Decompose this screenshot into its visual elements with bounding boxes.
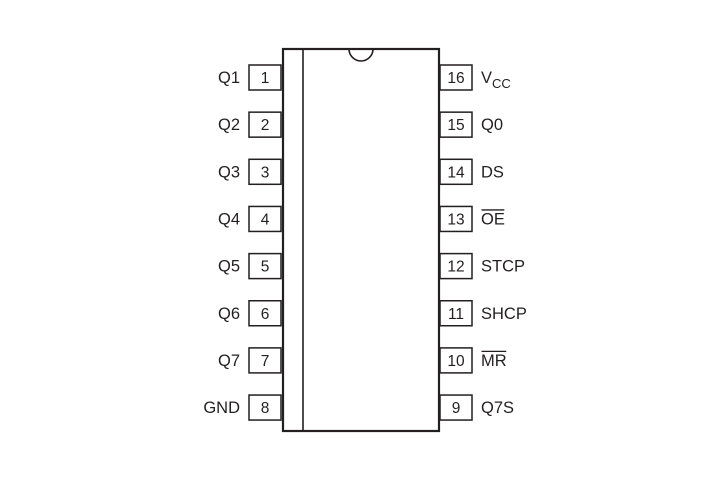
pin-number: 10	[447, 353, 465, 370]
pin-label: Q1	[218, 69, 240, 87]
pin-box	[248, 252, 282, 280]
pin-1: 1 Q1	[218, 64, 282, 91]
pin-label: GND	[203, 399, 240, 417]
pin-label-text: Q5	[218, 258, 240, 276]
pin-box	[248, 394, 282, 421]
pin-box	[439, 205, 473, 233]
pin-label-text: STCP	[481, 258, 525, 276]
pin-3: 3 Q3	[218, 158, 282, 186]
pin-label-text: Q7S	[481, 399, 514, 417]
pin-label-text: MR	[481, 352, 507, 370]
left-pin-column: 1 Q1 2 Q2 3 Q3 4 Q4 5 Q5 6 Q6 7 Q7 8 GND	[203, 64, 282, 421]
pin-number: 12	[447, 259, 464, 276]
pin-number: 4	[261, 211, 270, 228]
right-pin-column: 16 VCC 15 Q0 14 DS 13 OE 12 STCP 11 SHCP 10 MR 9 Q7S	[439, 64, 527, 421]
pin-label-text: GND	[203, 399, 240, 417]
pin-number: 1	[261, 70, 270, 87]
pin-box	[248, 111, 282, 138]
pin-box	[439, 111, 473, 138]
pin-label-subscript: CC	[492, 76, 511, 91]
pin-box	[439, 300, 473, 327]
pin-box	[439, 64, 473, 91]
pin-label-text: Q7	[218, 352, 240, 370]
pin-10: 10 MR	[439, 347, 507, 374]
pin-box	[248, 158, 282, 186]
pin-label-text: Q2	[218, 116, 240, 134]
pin-15: 15 Q0	[439, 111, 503, 138]
pin-box	[248, 64, 282, 91]
pin-box	[248, 205, 282, 233]
pin-label: Q7	[218, 352, 240, 370]
pin-8: 8 GND	[203, 394, 282, 421]
pin-label: Q4	[218, 210, 240, 228]
pin-number: 8	[261, 400, 270, 417]
pin-label-text: V	[481, 69, 492, 87]
pin-13: 13 OE	[439, 205, 505, 233]
pin-label-text: Q6	[218, 305, 240, 323]
pin-number: 6	[261, 306, 270, 323]
pin-5: 5 Q5	[218, 252, 282, 280]
pin-label-text: OE	[481, 210, 505, 228]
pin-label: STCP	[481, 258, 525, 276]
pin-number: 15	[447, 117, 464, 134]
pin-number: 5	[261, 259, 270, 276]
pin-12: 12 STCP	[439, 252, 525, 280]
pin-box	[439, 347, 473, 374]
pin-label-text: Q4	[218, 210, 240, 228]
pin-number: 13	[447, 211, 464, 228]
pin-number: 2	[261, 117, 270, 134]
pin-label: OE	[481, 210, 505, 228]
pin-7: 7 Q7	[218, 347, 282, 374]
pin-14: 14 DS	[439, 158, 504, 186]
orientation-notch	[348, 48, 374, 62]
pin-16: 16 VCC	[439, 64, 511, 91]
pin-box	[248, 347, 282, 374]
pin-box	[439, 252, 473, 280]
pin-9: 9 Q7S	[439, 394, 514, 421]
pin-11: 11 SHCP	[439, 300, 527, 327]
pin-label: MR	[481, 352, 507, 370]
pin-box	[439, 158, 473, 186]
pin-label: Q2	[218, 116, 240, 134]
ic-body	[281, 47, 441, 433]
pin-6: 6 Q6	[218, 300, 282, 327]
pin-label-text: Q1	[218, 69, 240, 87]
pin-label: Q0	[481, 116, 503, 134]
pin-4: 4 Q4	[218, 205, 282, 233]
pin-number: 9	[452, 400, 461, 417]
pin-label: Q5	[218, 258, 240, 276]
pin-label: Q7S	[481, 399, 514, 417]
pin-number: 3	[261, 164, 270, 181]
pin-number: 11	[448, 306, 464, 323]
pin-label: Q6	[218, 305, 240, 323]
pin-number: 16	[447, 70, 464, 87]
pin-2: 2 Q2	[218, 111, 282, 138]
pin-label: VCC	[481, 69, 511, 91]
pin-label-text: Q3	[218, 163, 240, 181]
pin-number: 7	[261, 353, 270, 370]
pin-box	[248, 300, 282, 327]
pin-box	[439, 394, 473, 421]
pin-label-text: DS	[481, 163, 504, 181]
pin-label: DS	[481, 163, 504, 181]
pin-label-text: SHCP	[481, 305, 527, 323]
pin-label-text: Q0	[481, 116, 503, 134]
pin-label: SHCP	[481, 305, 527, 323]
pin-label: Q3	[218, 163, 240, 181]
pin-number: 14	[447, 164, 465, 181]
